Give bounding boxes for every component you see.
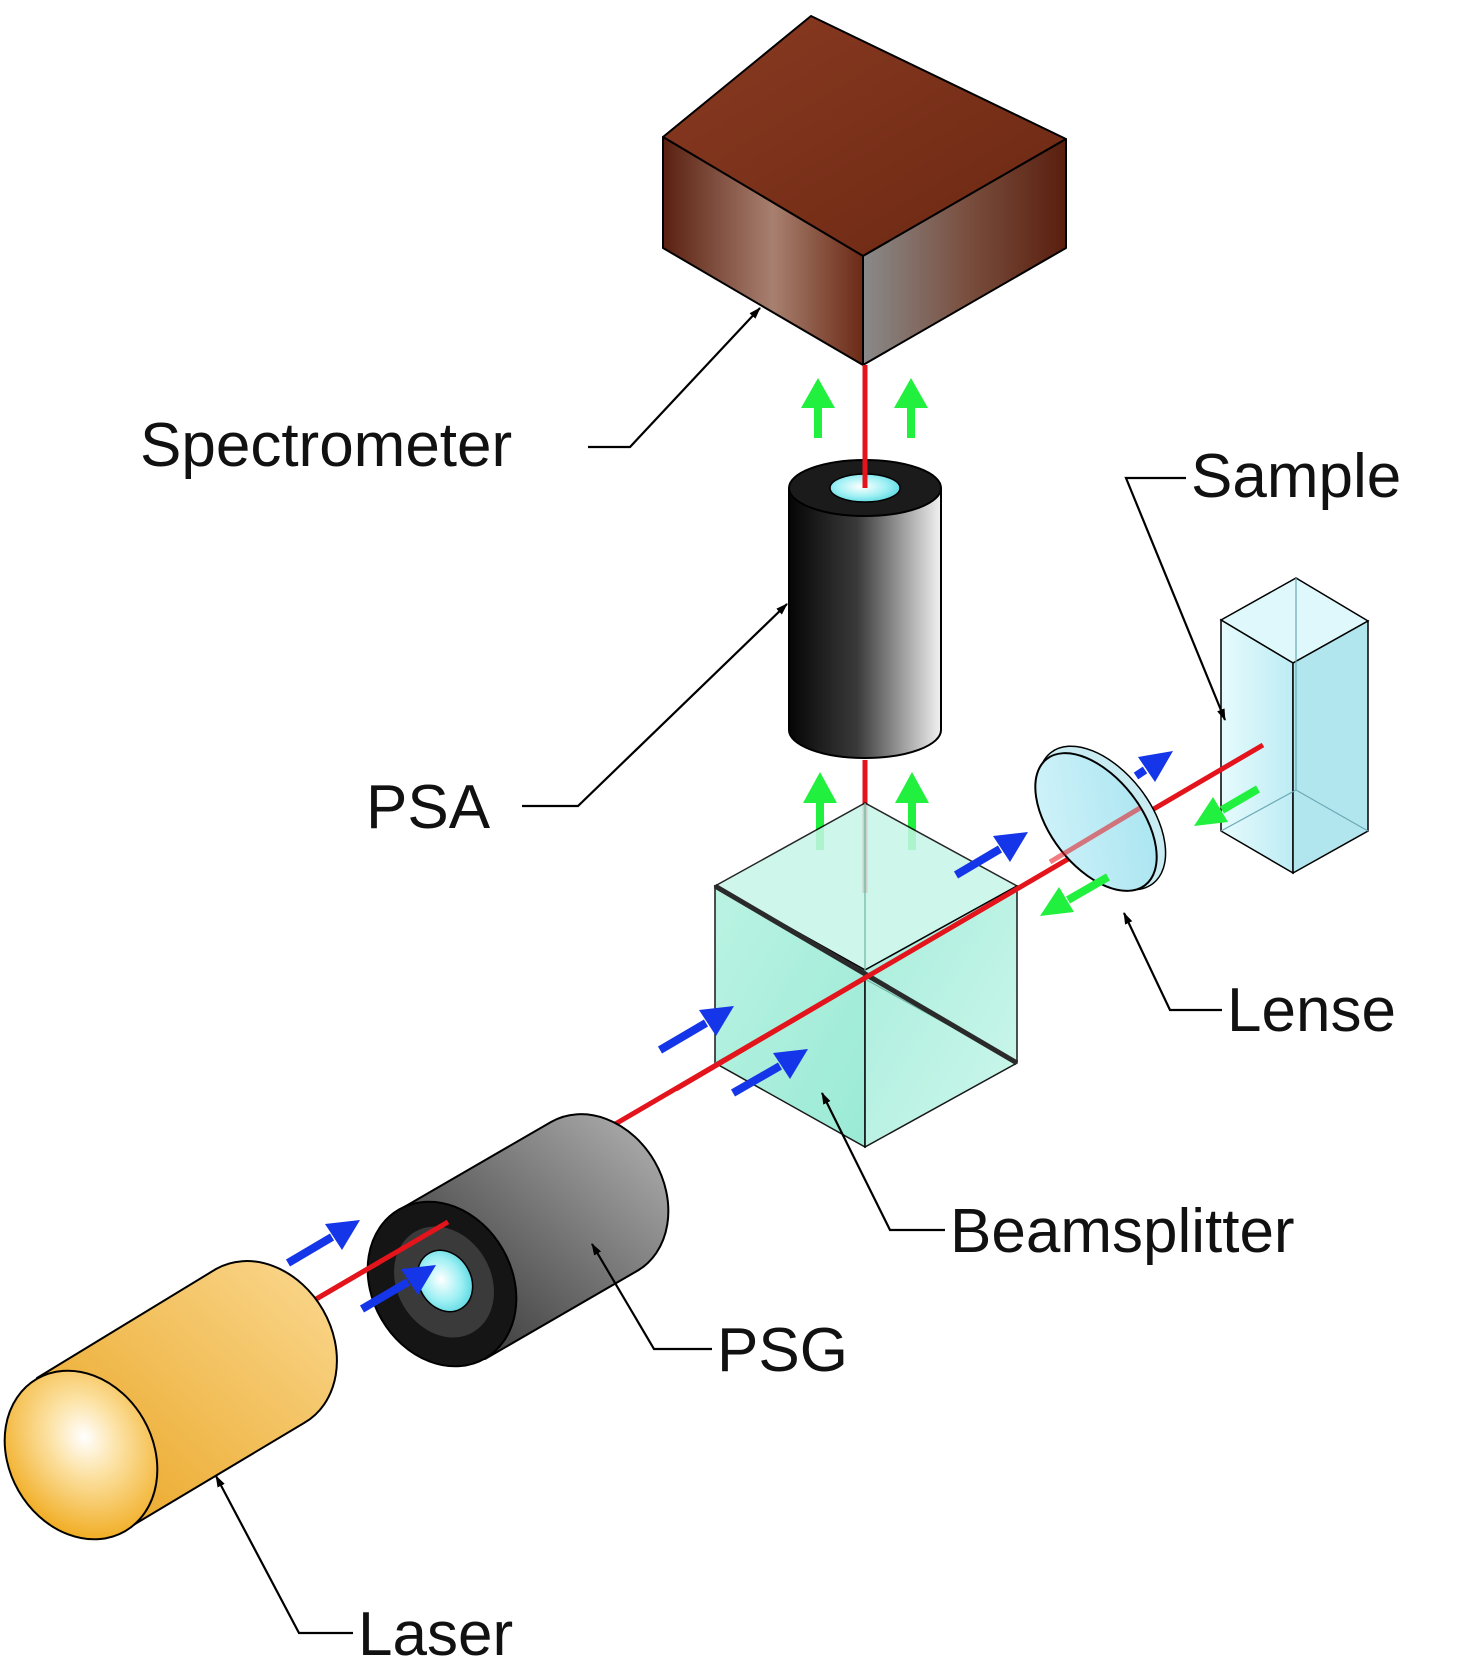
incident-polarization-arrows-right [953, 751, 1173, 879]
leader-beamsplitter [821, 1092, 945, 1232]
returned-polarization-arrows-upper [801, 378, 928, 438]
leader-spectrometer [588, 307, 761, 449]
leader-psg [591, 1243, 712, 1351]
lense [1034, 745, 1167, 892]
leader-lense [1123, 912, 1222, 1012]
label-psa: PSA [366, 773, 491, 842]
leader-lines [215, 307, 1227, 1635]
label-sample: Sample [1191, 442, 1401, 511]
label-lense: Lense [1227, 976, 1396, 1045]
leader-sample [1124, 476, 1227, 721]
leader-psa [522, 603, 788, 808]
beam-psg-to-beamsplitter [674, 975, 867, 1092]
psa-cylinder [788, 459, 942, 759]
label-psg: PSG [717, 1316, 848, 1385]
label-laser: Laser [358, 1600, 513, 1659]
incident-polarization-arrows-middle [657, 1006, 808, 1097]
sample-cuvette [1219, 577, 1370, 875]
incident-polarization-arrows-lower [285, 1220, 436, 1313]
laser-cylinder [3, 1260, 338, 1541]
label-spectrometer: Spectrometer [140, 411, 512, 480]
psg-cylinder [366, 1113, 670, 1368]
leader-laser [215, 1475, 353, 1635]
returned-polarization-arrows-right [1040, 785, 1261, 916]
beam-through-lense [1048, 805, 1142, 865]
label-beamsplitter: Beamsplitter [950, 1197, 1295, 1266]
spectrometer-box [662, 15, 1067, 366]
beam-entering-psg [292, 1219, 450, 1315]
